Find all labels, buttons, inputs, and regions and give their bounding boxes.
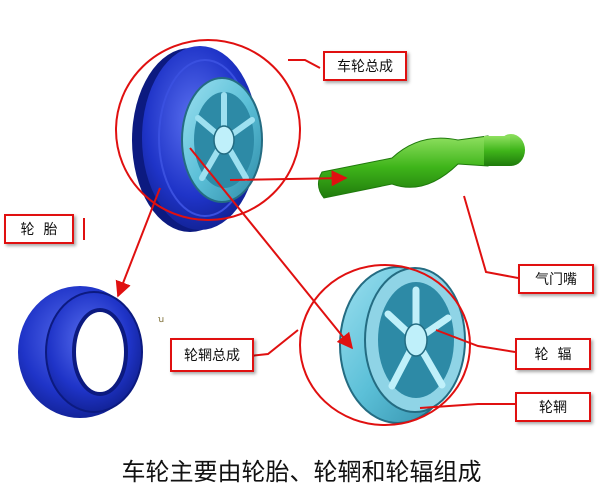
label-rim-assembly: 轮辋总成 <box>170 338 254 372</box>
caption: 车轮主要由轮胎、轮辋和轮辐组成 <box>121 458 482 486</box>
label-spoke: 轮 辐 <box>515 338 591 370</box>
rim-assembly-image <box>339 266 466 424</box>
tire-image <box>18 286 143 418</box>
spoke-leader <box>435 329 516 353</box>
rim-assembly-leader <box>249 329 299 357</box>
rim-leader <box>419 403 515 409</box>
arrow-to-tire <box>115 187 161 298</box>
rim-assembly-circle <box>299 264 471 426</box>
label-tire: 轮 胎 <box>4 214 74 244</box>
arrow-to-rim-assembly <box>189 147 354 350</box>
wheel-assembly-circle <box>115 39 301 221</box>
label-wheel-assembly: 车轮总成 <box>323 51 407 81</box>
arrow-to-valve <box>229 170 348 187</box>
label-valve: 气门嘴 <box>518 264 594 294</box>
wheel-assembly-leader <box>288 59 321 69</box>
valve-image <box>318 134 525 199</box>
stray-mark: ꭒ <box>158 315 164 325</box>
valve-leader <box>463 195 519 279</box>
label-rim: 轮辋 <box>515 392 591 422</box>
wheel-assembly-image <box>132 46 263 232</box>
